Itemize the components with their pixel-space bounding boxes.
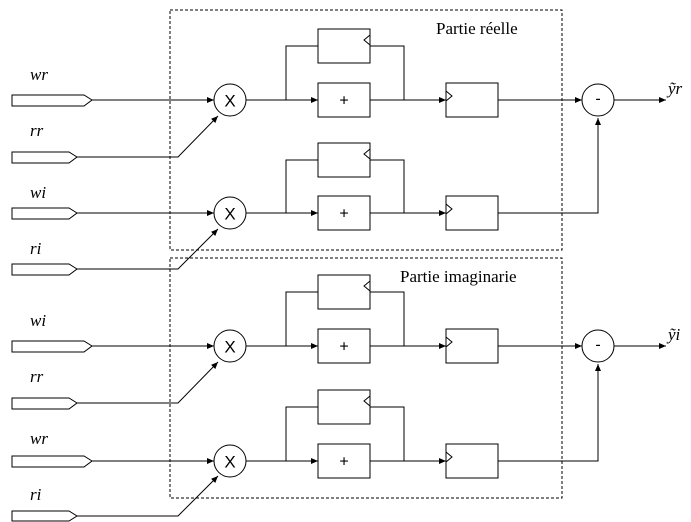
input-label-2: rr: [30, 121, 44, 140]
imag-part-title: Partie imaginarie: [400, 267, 517, 286]
register-3b: [445, 328, 499, 364]
multiplier-3-symbol: X: [224, 338, 235, 357]
mac-chain-1: X +: [213, 28, 499, 118]
input-port-5: [11, 340, 93, 353]
input-port-2: [11, 151, 78, 164]
multiplier-2-symbol: X: [224, 205, 235, 224]
multiplier-1-symbol: X: [224, 92, 235, 111]
mac-chain-2: X +: [213, 142, 499, 231]
subtractor-imag: -: [498, 329, 666, 462]
adder-3-symbol: +: [339, 339, 348, 356]
register-2b: [445, 195, 499, 231]
register-1b: [445, 82, 499, 118]
input-label-6: rr: [30, 367, 44, 386]
wire-in8: [77, 475, 219, 517]
input-label-4: ri: [30, 239, 42, 258]
input-port-6: [11, 397, 78, 410]
adder-4-symbol: +: [339, 454, 348, 471]
adder-3: [317, 328, 371, 364]
register-4a: [317, 389, 371, 425]
output-label-imag: ỹi: [666, 325, 681, 344]
multiplier-4-symbol: X: [224, 453, 235, 472]
mac-chain-3: X +: [213, 274, 499, 364]
input-label-3: wi: [30, 183, 46, 202]
subtractor-real: -: [498, 83, 666, 214]
register-2a: [317, 142, 371, 178]
input-label-1: wr: [30, 65, 48, 84]
subtractor-real-symbol: -: [595, 91, 600, 108]
output-label-real: ỹr: [666, 79, 683, 98]
mac-chain-4: X +: [213, 389, 499, 479]
imag-part-frame: [169, 257, 563, 499]
adder-4: [317, 443, 371, 479]
wire-in4: [77, 228, 219, 270]
input-port-3: [11, 207, 78, 220]
real-part-title: Partie réelle: [436, 19, 518, 38]
input-label-5: wi: [30, 311, 46, 330]
wire-in2: [77, 115, 219, 158]
input-port-1: [11, 94, 93, 107]
input-port-4: [11, 263, 78, 276]
input-label-7: wr: [30, 429, 48, 448]
real-part-frame: [169, 9, 563, 251]
subtractor-imag-symbol: -: [595, 337, 600, 354]
adder-2-symbol: +: [339, 206, 348, 223]
input-label-8: ri: [30, 485, 42, 504]
register-3a: [317, 274, 371, 310]
adder-1-symbol: +: [339, 93, 348, 110]
register-1a: [317, 28, 371, 64]
wire-in6: [77, 361, 219, 404]
register-4b: [445, 443, 499, 479]
input-port-7: [11, 455, 93, 468]
input-port-8: [11, 510, 78, 522]
